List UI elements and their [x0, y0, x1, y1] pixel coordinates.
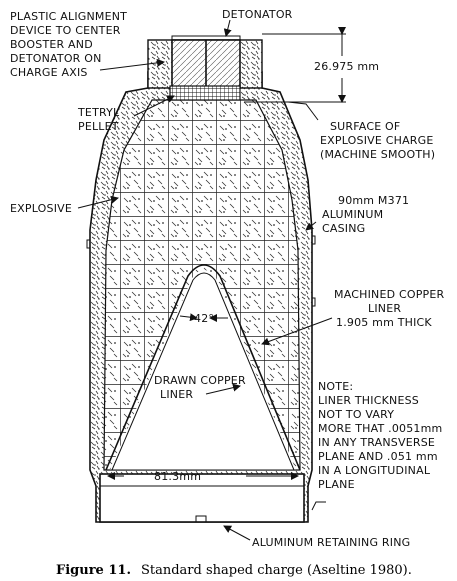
- cone-cavity: [110, 270, 296, 470]
- caption-prefix: Figure 11.: [56, 563, 131, 578]
- label-tetryl-pellet: TETRYL PELLET: [77, 106, 123, 133]
- label-retaining-ring: ALUMINUM RETAINING RING: [252, 536, 410, 549]
- label-diameter: 81.3mm: [154, 470, 201, 483]
- label-casing: 90mm M371 ALUMINUM CASING: [322, 194, 413, 235]
- label-cone-angle: 42°: [194, 312, 214, 325]
- label-note: NOTE: LINER THICKNESS NOT TO VARY MORE T…: [318, 380, 446, 491]
- label-detonator: DETONATOR: [222, 8, 293, 21]
- caption-text: Standard shaped charge (Aseltine 1980).: [141, 563, 412, 578]
- copper-liner: [105, 264, 301, 471]
- label-machined-liner: MACHINED COPPER LINER 1.905 mm THICK: [334, 288, 448, 329]
- label-plastic-alignment: PLASTIC ALIGNMENT DEVICE TO CENTER BOOST…: [10, 10, 131, 79]
- label-drawn-liner: DRAWN COPPER LINER: [154, 374, 250, 401]
- label-explosive: EXPLOSIVE: [10, 202, 72, 215]
- tetryl-pellet: [169, 85, 241, 101]
- label-booster-distance: 26.975 mm: [314, 60, 379, 73]
- label-surface-charge: SURFACE OF EXPLOSIVE CHARGE (MACHINE SMO…: [320, 120, 437, 161]
- retaining-ring: [99, 473, 305, 523]
- figure-caption: Figure 11. Standard shaped charge (Aselt…: [56, 561, 412, 578]
